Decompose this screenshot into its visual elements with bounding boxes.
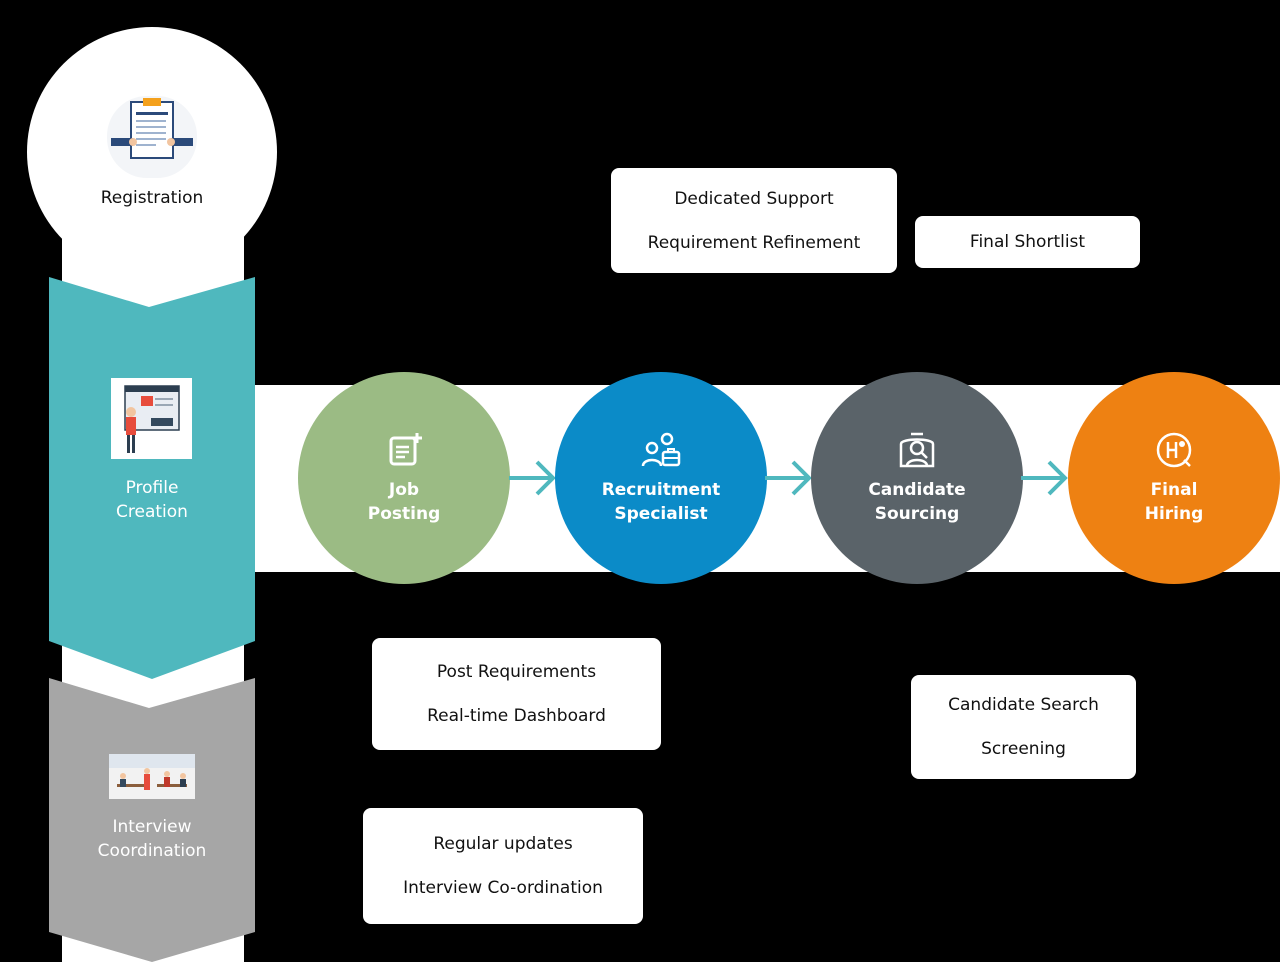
declaration-document-icon [107,96,197,178]
profile-creation-line2: Creation [116,502,188,522]
document-add-icon [389,433,422,466]
interview-coordination-chevron [49,678,255,962]
step-job-posting-line2: Posting [367,504,441,524]
box-updates: Regular updates Interview Co-ordination [363,808,643,924]
arrow-icon [509,460,556,496]
box-support-item: Requirement Refinement [647,232,861,253]
registration-circle: Registration [27,27,277,277]
step-recruitment-specialist-line2: Specialist [614,504,708,524]
step-final-hiring: Final Hiring [1068,372,1280,584]
interview-coordination-label: Interview Coordination [50,815,254,863]
box-search: Candidate Search Screening [911,675,1136,779]
step-job-posting-label: Job Posting [368,478,440,526]
box-search-item: Candidate Search [948,695,1099,715]
sourcing-icon [899,432,935,468]
interview-coordination-line2: Coordination [97,841,207,861]
box-support-item: Dedicated Support [674,188,834,209]
box-updates-item: Interview Co-ordination [403,878,603,898]
profile-creation-label: Profile Creation [50,476,254,524]
box-post-item: Post Requirements [436,662,597,682]
interview-coordination-line1: Interview [112,817,192,837]
box-updates-item: Regular updates [433,834,573,854]
hiring-icon [1156,432,1192,468]
interview-illustration-icon [109,754,195,799]
step-candidate-sourcing-line2: Sourcing [874,504,960,524]
step-recruitment-specialist-line1: Recruitment [601,480,721,500]
step-final-hiring-label: Final Hiring [1145,478,1204,526]
profile-creation-chevron [49,277,255,679]
step-job-posting-line1: Job [388,480,420,500]
profile-illustration-icon [111,378,192,459]
box-shortlist-item: Final Shortlist [969,232,1086,252]
registration-label: Registration [100,188,204,208]
step-candidate-sourcing-label: Candidate Sourcing [868,478,965,526]
step-job-posting: Job Posting [298,372,510,584]
box-support: Dedicated Support Requirement Refinement [611,168,897,273]
step-candidate-sourcing-line1: Candidate [868,480,966,500]
step-recruitment-specialist-label: Recruitment Specialist [602,478,721,526]
step-final-hiring-line2: Hiring [1144,504,1204,524]
specialist-icon [641,432,681,467]
step-recruitment-specialist: Recruitment Specialist [555,372,767,584]
arrow-icon [1021,460,1068,496]
step-candidate-sourcing: Candidate Sourcing [811,372,1023,584]
box-shortlist: Final Shortlist [915,216,1140,268]
box-search-item: Screening [981,739,1066,759]
profile-creation-line1: Profile [125,478,179,498]
arrow-icon [765,460,812,496]
box-post-item: Real-time Dashboard [427,706,606,726]
step-final-hiring-line1: Final [1150,480,1198,500]
box-post: Post Requirements Real-time Dashboard [372,638,661,750]
